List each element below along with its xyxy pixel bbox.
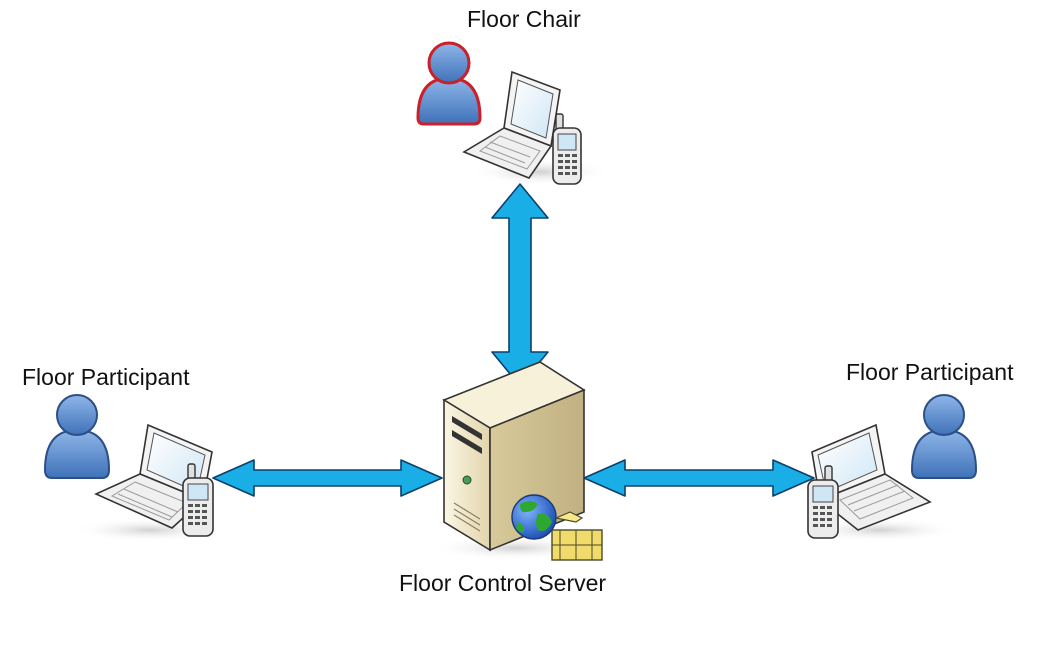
server-node — [430, 361, 603, 561]
server-label: Floor Control Server — [399, 570, 607, 596]
folder-icon — [551, 511, 603, 561]
laptop-icon — [462, 70, 561, 179]
arrow-chair-server — [491, 183, 549, 387]
left-participant-node — [43, 394, 228, 542]
person-icon — [43, 394, 111, 479]
arrow-server-right-participant — [583, 459, 815, 497]
mobile-phone-icon — [807, 465, 839, 539]
left-participant-label: Floor Participant — [22, 364, 190, 390]
mobile-phone-icon — [552, 113, 582, 185]
right-participant-label: Floor Participant — [846, 359, 1014, 385]
person-icon — [416, 41, 482, 126]
person-icon — [910, 394, 978, 479]
floor-chair-label: Floor Chair — [467, 6, 581, 32]
floor-chair-node — [416, 41, 610, 186]
mobile-phone-icon — [182, 463, 214, 537]
globe-icon — [511, 494, 557, 540]
right-participant-node — [800, 394, 978, 542]
arrow-left-participant-server — [212, 459, 443, 497]
